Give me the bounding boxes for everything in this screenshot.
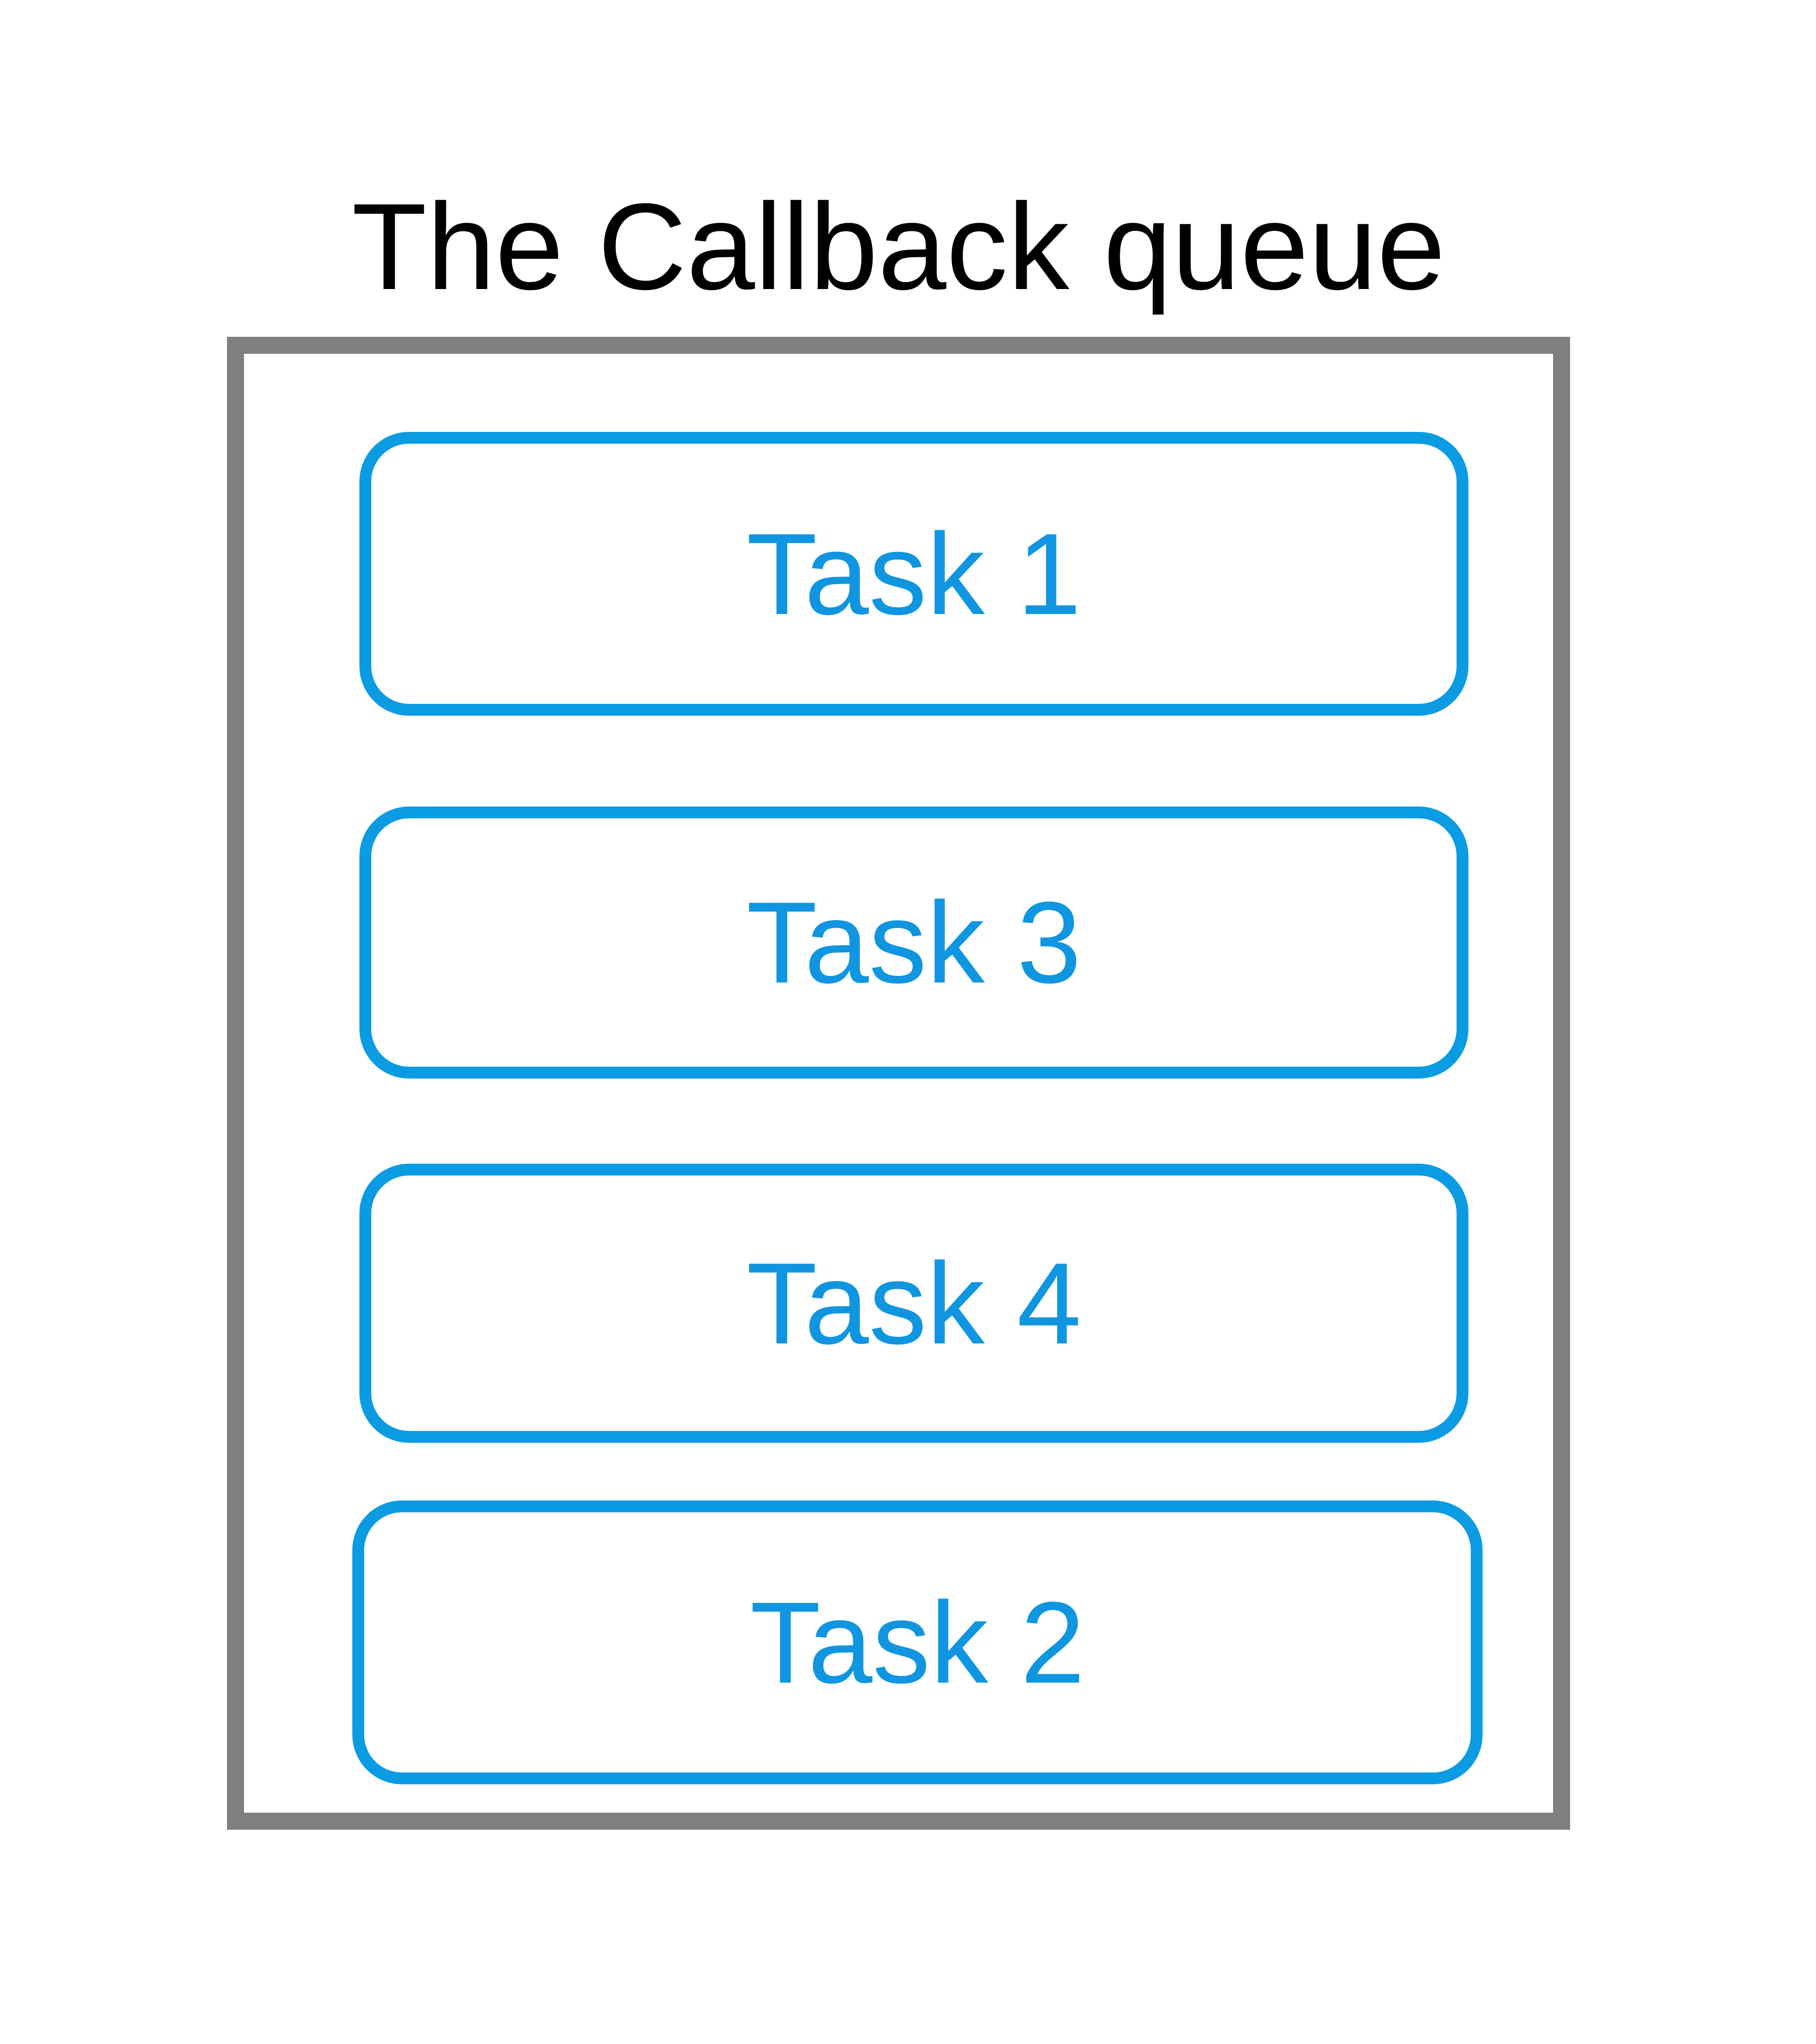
task-label: Task 1	[746, 509, 1082, 639]
task-box-2: Task 3	[359, 807, 1468, 1079]
task-label: Task 4	[746, 1238, 1082, 1368]
task-box-3: Task 4	[359, 1164, 1468, 1443]
task-box-4: Task 2	[352, 1500, 1483, 1784]
task-box-1: Task 1	[359, 432, 1468, 716]
task-label: Task 3	[746, 877, 1082, 1007]
diagram-title: The Callback queue	[351, 178, 1446, 316]
task-label: Task 2	[750, 1577, 1085, 1707]
callback-queue-container: Task 1 Task 3 Task 4 Task 2	[227, 337, 1570, 1830]
